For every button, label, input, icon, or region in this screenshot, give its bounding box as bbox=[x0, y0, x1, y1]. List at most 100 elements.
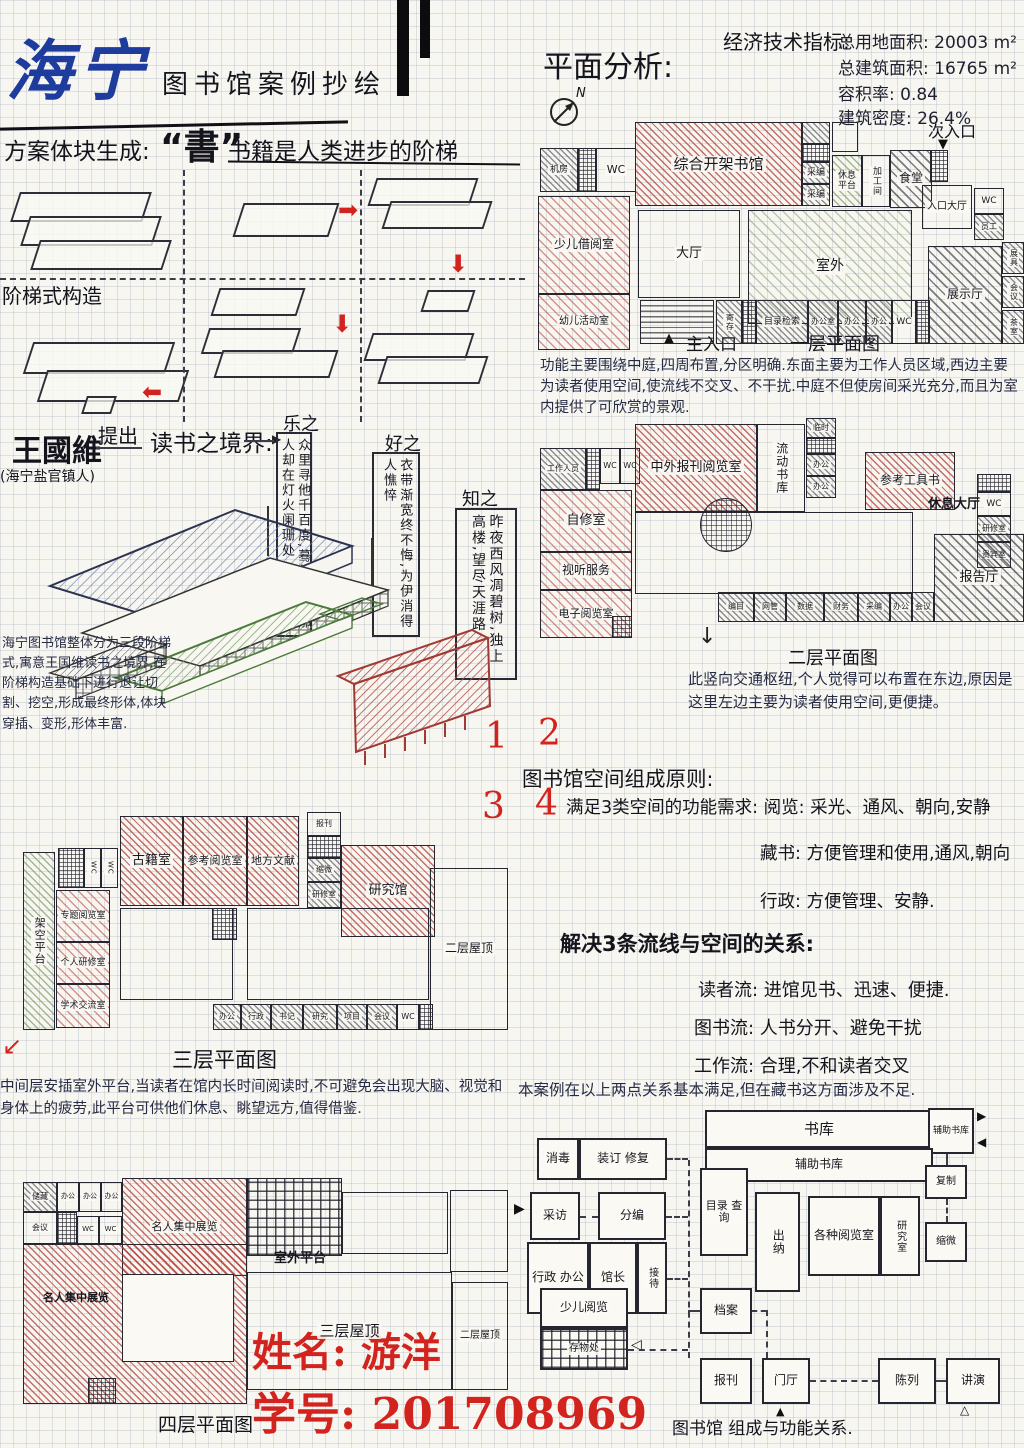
floor3-room: 办公 bbox=[213, 1004, 241, 1030]
floor3-room: 项目 bbox=[337, 1004, 367, 1030]
connector-line bbox=[666, 1216, 688, 1218]
floor2-room: 网管 bbox=[754, 592, 786, 622]
scholar-verb: 提出 bbox=[98, 424, 138, 448]
floor2-room: 办公 bbox=[806, 454, 836, 476]
floor3-room: 报刊 bbox=[307, 812, 341, 836]
red-arrow-down-left-icon: ↙ bbox=[2, 1032, 23, 1060]
floor1-area bbox=[930, 150, 948, 182]
floor1-room: 入口大厅 bbox=[922, 185, 972, 229]
connector-line bbox=[810, 1380, 878, 1382]
connector-line bbox=[946, 1154, 948, 1165]
floor2-room: 会议 bbox=[912, 592, 934, 622]
red-arrow-left-icon: ⬅ bbox=[142, 378, 163, 406]
floor1-area bbox=[640, 300, 714, 344]
floor2-room: 办公 bbox=[806, 476, 836, 498]
flow-room: 装订 修复 bbox=[579, 1138, 667, 1180]
floor3-room: 个人研修室 bbox=[56, 942, 110, 984]
floor3-room: 专题阅览室 bbox=[56, 890, 110, 942]
red-arrow-down-icon: ⬇ bbox=[332, 310, 353, 338]
plan-analysis-title: 平面分析: bbox=[543, 50, 674, 85]
floor1-area bbox=[832, 122, 858, 152]
entry-triangle-icon: ▲ bbox=[776, 1405, 785, 1418]
floor3-room: 缩微 bbox=[307, 858, 341, 882]
floor1-room: WC bbox=[596, 148, 636, 192]
floor2-area bbox=[612, 616, 632, 638]
floor4-area bbox=[342, 1192, 448, 1254]
indicators-title: 经济技术指标: bbox=[723, 30, 850, 54]
flow-arrow-right-icon: ▶ bbox=[977, 1109, 987, 1123]
indicator-row: 容积率: 0.84 bbox=[838, 85, 938, 105]
flow-room: 门厅 bbox=[762, 1358, 810, 1404]
flow-room: 陈列 bbox=[878, 1358, 936, 1404]
stepped-structure-label: 阶梯式构造 bbox=[2, 284, 102, 308]
principles-title: 图书馆空间组成原则: bbox=[522, 767, 714, 791]
north-label: N bbox=[576, 86, 586, 101]
floor3-room: 地方文献 bbox=[247, 816, 299, 906]
stage-label: 乐之 bbox=[283, 414, 319, 435]
floor4-room: 办公 bbox=[79, 1182, 101, 1212]
floor4-room: 名人集中展览 bbox=[43, 1290, 109, 1304]
floor2-room: 参考工具书 bbox=[865, 452, 955, 510]
massing-block bbox=[30, 240, 172, 270]
flow-room: 档案 bbox=[700, 1288, 752, 1334]
floor4-room: 办公 bbox=[57, 1182, 79, 1212]
floor1-room: 办公 bbox=[866, 300, 892, 344]
connector-line bbox=[752, 1310, 766, 1312]
flow-room: 辅助书库 bbox=[928, 1108, 974, 1154]
floor3-caption: 三层平面图 bbox=[172, 1048, 277, 1072]
down-arrow-icon: ↓ bbox=[698, 624, 717, 649]
signature-id-label: 学号: bbox=[252, 1389, 357, 1440]
flow-room: 消毒 bbox=[537, 1138, 579, 1180]
principles-reading: 满足3类空间的功能需求: 阅览: 采光、通风、朝向,安静 bbox=[566, 794, 991, 819]
flow-room: 各种阅览室 bbox=[808, 1196, 880, 1276]
floor4-room: WC bbox=[77, 1216, 99, 1244]
floor3-room: 书记 bbox=[271, 1004, 303, 1030]
massing-block bbox=[81, 396, 117, 414]
principles-item: 阅览: 采光、通风、朝向,安静 bbox=[763, 798, 991, 818]
floor1-area bbox=[578, 148, 596, 192]
massing-block bbox=[381, 201, 493, 229]
massing-note: 海宁图书馆整体分为三段阶梯式,寓意王国维读书之境界,在阶梯构造基础下进行退让切割… bbox=[2, 636, 172, 732]
floor3-room: 研修室 bbox=[307, 882, 341, 908]
floor1-room: 休息平台 bbox=[832, 155, 862, 207]
signature-id-value: 201708969 bbox=[371, 1389, 648, 1440]
floor4-area bbox=[247, 1178, 342, 1256]
floor4-room: 储藏 bbox=[23, 1182, 57, 1212]
floor4-area bbox=[122, 1274, 234, 1362]
floor2-area bbox=[586, 448, 600, 490]
floor2-room: 编目 bbox=[718, 592, 754, 622]
floor2-room: WC bbox=[977, 492, 1011, 516]
circulation-item: 图书流: 人书分开、避免干扰 bbox=[694, 1018, 922, 1039]
flow-room: 少儿阅览 bbox=[540, 1288, 628, 1328]
floor3-room: 研究 bbox=[303, 1004, 337, 1030]
floor3-room: 行政 bbox=[241, 1004, 271, 1030]
floor1-room: 少儿借阅室 bbox=[538, 196, 630, 294]
reading-topic: 读书之境界: bbox=[150, 431, 273, 457]
flow-arrow-right-icon: ▶ bbox=[514, 1201, 525, 1217]
floor2-caption: 二层平面图 bbox=[788, 648, 878, 669]
connector-line bbox=[766, 1310, 768, 1358]
floor3-room: 学术交流室 bbox=[56, 984, 110, 1028]
indicator-row: 建筑密度: 26.4% bbox=[838, 109, 972, 129]
flow-arrow-left-open-icon: ◁ bbox=[631, 1337, 642, 1353]
floor2-room: 办公 bbox=[890, 592, 912, 622]
floor3-area bbox=[247, 908, 429, 1000]
flow-caption: 图书馆 组成与功能关系. bbox=[672, 1419, 853, 1439]
floor1-room: 采编 bbox=[802, 184, 830, 206]
massing-block bbox=[210, 288, 306, 316]
flow-room: 目录 查询 bbox=[700, 1168, 748, 1256]
floor2-area bbox=[977, 474, 1011, 492]
entry-triangle-open-icon: △ bbox=[960, 1403, 970, 1417]
flow-room: 采访 bbox=[530, 1192, 580, 1240]
floor4-area bbox=[450, 1190, 508, 1272]
principles-item: 行政: 方便管理、安静. bbox=[760, 892, 935, 912]
floor3-area bbox=[58, 848, 84, 888]
flow-room: 讲演 bbox=[946, 1358, 1000, 1404]
floor4-caption: 四层平面图 bbox=[158, 1414, 254, 1436]
stage-label: 知之 bbox=[462, 489, 498, 510]
flow-room: 接待 bbox=[637, 1242, 667, 1314]
quadrant-mark: 3 bbox=[482, 786, 505, 827]
floor3-room: 会议 bbox=[367, 1004, 397, 1030]
floor4-room: 室外平台 bbox=[273, 1250, 326, 1266]
floor4-room: 三层屋顶 bbox=[247, 1272, 452, 1390]
